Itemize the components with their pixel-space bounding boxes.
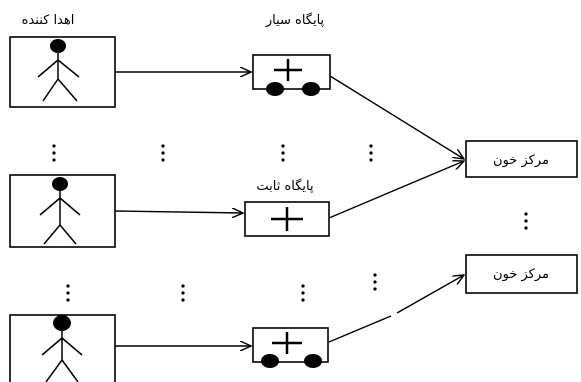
mobile-base-label: پایگاه سیار: [265, 12, 325, 28]
ellipsis-dots: [52, 144, 528, 302]
fixed-base-unit: [244, 201, 330, 237]
arrow-fixed-base-to-center1: [328, 161, 464, 219]
ellipsis-icon: [52, 144, 56, 162]
donor-box-1: [9, 36, 116, 108]
mobile-base-unit-1: [252, 54, 331, 96]
ellipsis-icon: [373, 273, 377, 291]
donor-label: اهدا کننده: [22, 13, 75, 28]
ellipsis-icon: [66, 284, 70, 302]
fixed-unit-plus-icon: [271, 207, 303, 231]
donor-box-2: [9, 174, 116, 248]
ellipsis-icon: [301, 284, 305, 302]
ellipsis-icon: [281, 144, 285, 162]
ellipsis-icon: [524, 212, 528, 230]
arrow-mobile-base2-to-center2: [328, 275, 464, 343]
ellipsis-icon: [181, 284, 185, 302]
ellipsis-icon: [369, 144, 373, 162]
blood-center-box-2: مرکز خون: [465, 254, 578, 294]
blood-center-label: مرکز خون: [493, 267, 549, 282]
fixed-base-label: پایگاه ثابت: [256, 178, 314, 194]
mobile-unit-plus-icon: [261, 332, 322, 368]
stick-figure-icon: [37, 39, 80, 102]
arrow-donor2-to-fixed-base: [114, 211, 243, 213]
mobile-unit-plus-icon: [266, 59, 320, 96]
arrow-mobile-base-to-center1: [329, 75, 464, 159]
ellipsis-icon: [161, 144, 165, 162]
stick-figure-icon: [41, 315, 83, 382]
stick-figure-icon: [39, 177, 81, 245]
blood-center-box-1: مرکز خون: [465, 140, 578, 178]
mobile-base-unit-2: [252, 327, 329, 368]
donor-box-3: [9, 314, 116, 382]
blood-center-label: مرکز خون: [493, 153, 549, 168]
